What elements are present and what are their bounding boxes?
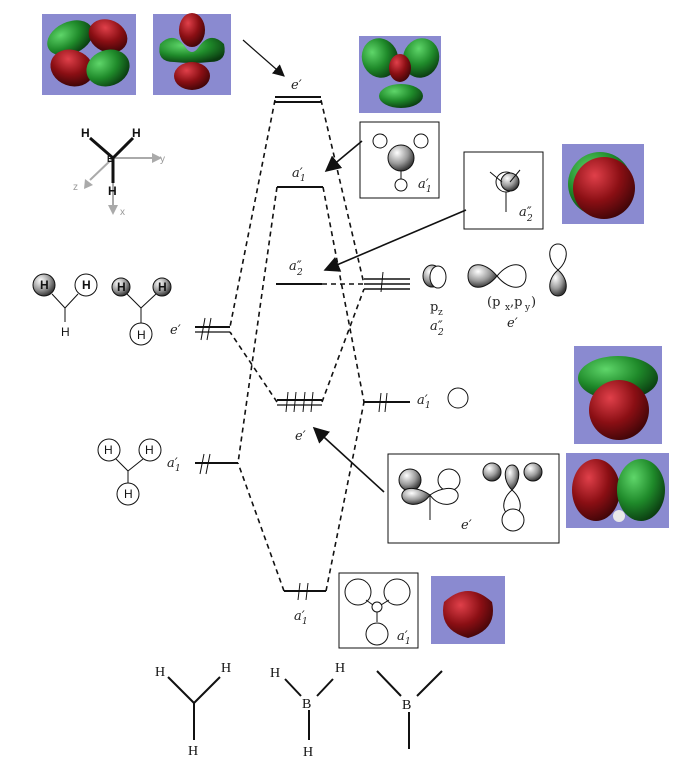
label-a1-fragment: a′ 1	[167, 456, 181, 474]
label-a1-bonding: a′ 1	[294, 609, 308, 627]
svg-text:B: B	[302, 697, 311, 712]
label-e-prime-fragment: e′	[170, 323, 181, 338]
box-a2-nonbonding: a″ 2	[463, 151, 544, 230]
box-a1-antibonding: a′ 1	[359, 121, 440, 199]
svg-text:1: 1	[302, 617, 308, 627]
svg-text:a′: a′	[397, 629, 408, 644]
z-axis-label: z	[73, 182, 78, 193]
svg-text:x: x	[505, 303, 510, 313]
svg-text:H: H	[155, 665, 165, 680]
boron-py-orbital	[549, 243, 567, 297]
svg-text:H: H	[303, 745, 313, 760]
x-axis-label: x	[120, 207, 125, 218]
label-e-prime-bonding: e′	[295, 429, 306, 444]
svg-text:2: 2	[526, 214, 533, 224]
svg-text:a′: a′	[167, 456, 178, 471]
svg-text:1: 1	[300, 174, 306, 184]
h-atom: H	[158, 280, 167, 294]
svg-text:z: z	[438, 308, 443, 318]
orbital-render-e-prime-1	[42, 14, 136, 95]
label-pxpy: (p x ,p y ) e′	[487, 295, 536, 331]
h-atom: H	[40, 278, 49, 292]
svg-text:B: B	[402, 698, 411, 713]
pointer-arrow-e-prime-top	[242, 39, 285, 77]
coordinate-axes: H H H B y z x	[73, 126, 165, 218]
orbital-render-e-prime-2	[153, 13, 231, 95]
svg-text:,p: ,p	[510, 295, 522, 310]
svg-text:): )	[531, 295, 536, 310]
svg-text:a′: a′	[418, 177, 429, 192]
pointer-arrow-a1-antibonding	[324, 140, 363, 173]
orbital-render-e-prime-bonding	[566, 453, 669, 528]
orbital-render-e-prime-top	[359, 36, 441, 113]
svg-text:a″: a″	[519, 205, 532, 220]
h-atom: H	[81, 126, 90, 140]
svg-text:e′: e′	[461, 518, 472, 533]
orbital-render-a1-bonding	[431, 576, 505, 644]
svg-text:a′: a′	[294, 609, 305, 624]
svg-text:H: H	[270, 666, 280, 681]
energy-levels	[195, 96, 410, 601]
h-atom: H	[117, 280, 126, 294]
boron-s-orbital	[447, 387, 469, 409]
svg-text:1: 1	[426, 185, 432, 195]
label-a1-antibonding: a′ 1	[292, 166, 306, 184]
svg-text:H: H	[221, 661, 231, 676]
label-a1-boron-s: a′ 1	[417, 393, 431, 411]
molecule-boron-skeleton: B	[376, 670, 443, 749]
svg-text:1: 1	[425, 401, 431, 411]
salc-a1-prime: H H H	[97, 438, 162, 506]
b-atom: B	[107, 154, 114, 164]
svg-text:H: H	[188, 744, 198, 759]
h-atom: H	[137, 328, 146, 342]
svg-text:p: p	[430, 300, 438, 315]
h-atom: H	[132, 126, 141, 140]
y-axis-label: y	[160, 154, 165, 165]
salc-e-prime-2: H H H	[111, 277, 172, 346]
svg-text:a″: a″	[430, 319, 443, 334]
h-atom: H	[145, 443, 154, 457]
orbital-render-a1-nonbonding	[574, 346, 662, 444]
label-pz: p z a″ 2	[430, 300, 444, 338]
orbital-render-a2-double-prime	[562, 144, 644, 224]
svg-text:a′: a′	[417, 393, 428, 408]
salc-e-prime-1: H H H	[32, 273, 98, 339]
h-atom: H	[61, 325, 70, 339]
molecule-bh3: H H B H	[270, 661, 345, 760]
h-atom: H	[124, 487, 133, 501]
svg-text:1: 1	[175, 464, 181, 474]
boron-px-orbital	[467, 264, 527, 288]
box-a1-bonding: a′ 1	[338, 572, 419, 649]
svg-text:a″: a″	[289, 259, 302, 274]
svg-text:y: y	[524, 303, 531, 313]
boron-pz-orbital	[422, 264, 447, 289]
svg-text:1: 1	[405, 637, 411, 647]
pointer-arrow-a2-nonbonding	[323, 209, 467, 272]
molecule-h3-fragment: H H H	[155, 661, 231, 759]
svg-text:a′: a′	[292, 166, 303, 181]
svg-text:H: H	[335, 661, 345, 676]
h-atom: H	[108, 184, 117, 198]
h-atom: H	[104, 443, 113, 457]
box-e-prime-bonding: e′	[387, 453, 560, 544]
pointer-arrow-e-prime-bonding	[312, 426, 385, 493]
svg-text:e′: e′	[507, 316, 518, 331]
h-atom: H	[82, 278, 91, 292]
label-a2-nonbonding: a″ 2	[289, 259, 303, 278]
correlation-lines	[229, 99, 365, 592]
svg-text:2: 2	[296, 268, 303, 278]
svg-text:2: 2	[437, 328, 444, 338]
svg-text:(p: (p	[487, 295, 500, 310]
label-e-prime-antibonding: e′	[291, 78, 302, 93]
